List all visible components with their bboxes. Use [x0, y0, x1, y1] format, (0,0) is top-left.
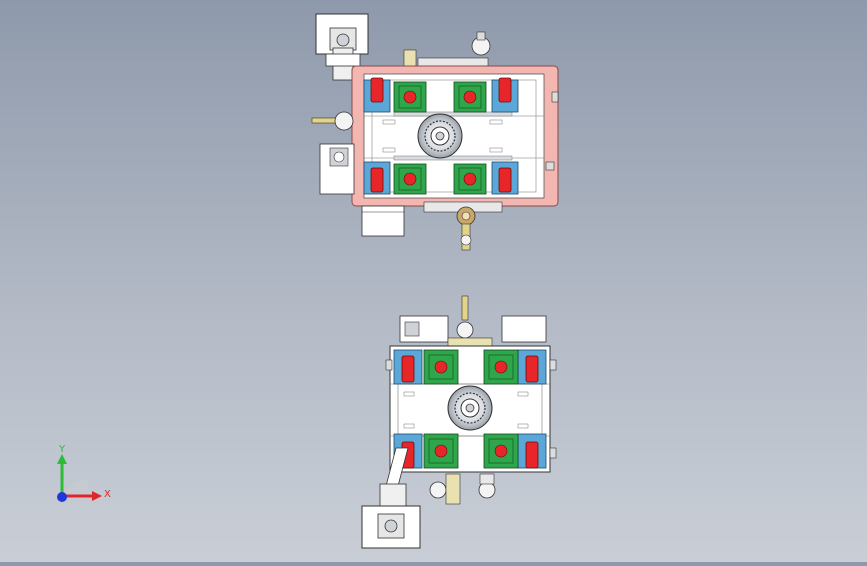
lower-bracket-arm — [361, 447, 421, 549]
upper-lock-top-right[interactable] — [491, 77, 519, 113]
coordinate-triad: Y X — [40, 440, 120, 510]
upper-lock-bottom-right[interactable] — [491, 161, 519, 195]
lower-rotary-hub[interactable] — [447, 385, 493, 431]
x-axis-label: X — [104, 489, 111, 500]
upper-left-knob — [311, 111, 354, 131]
lower-clamp-bottom-right[interactable] — [483, 433, 519, 469]
assembly-upper[interactable] — [311, 13, 559, 251]
upper-clamp-bottom-right[interactable] — [453, 163, 487, 195]
lower-top-cylinder — [447, 295, 493, 347]
lower-clamp-bottom-left[interactable] — [423, 433, 459, 469]
upper-lock-bottom-left[interactable] — [363, 161, 391, 195]
upper-clamp-bottom-left[interactable] — [393, 163, 427, 195]
lower-lock-bottom-right[interactable] — [517, 433, 547, 469]
lower-clamp-top-left[interactable] — [423, 349, 459, 385]
y-axis-label: Y — [58, 444, 66, 455]
assembly-lower[interactable] — [361, 295, 557, 549]
upper-rotary-hub[interactable] — [417, 113, 463, 159]
upper-bottom-gear — [423, 201, 503, 251]
lower-top-right-box — [501, 315, 547, 343]
lower-top-left-box — [399, 315, 449, 343]
upper-top-cylinder — [403, 31, 491, 67]
lower-bottom-cylinders — [429, 473, 496, 505]
upper-motor-box — [319, 143, 355, 195]
upper-bracket-arm — [315, 13, 369, 81]
upper-bottom-box — [361, 205, 405, 237]
lower-lock-top-left[interactable] — [393, 349, 423, 385]
lower-lock-top-right[interactable] — [517, 349, 547, 385]
lower-clamp-top-right[interactable] — [483, 349, 519, 385]
x-axis-arrow — [92, 491, 102, 501]
upper-lock-top-left[interactable] — [363, 77, 391, 113]
z-axis-dot — [57, 492, 67, 502]
upper-clamp-top-right[interactable] — [453, 81, 487, 113]
y-axis-arrow — [57, 454, 67, 464]
upper-clamp-top-left[interactable] — [393, 81, 427, 113]
